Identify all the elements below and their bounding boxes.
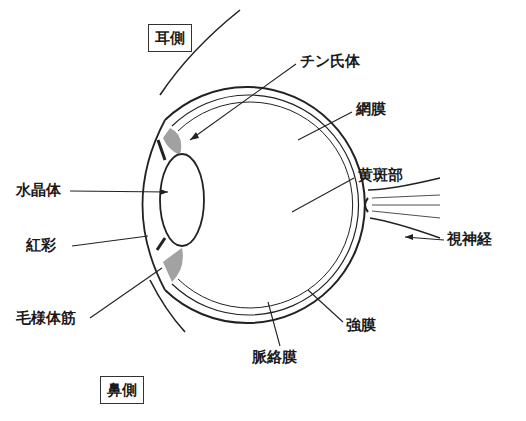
direction-box: 耳側 (148, 24, 192, 52)
direction-box: 鼻側 (100, 376, 144, 404)
part-label: 視神経 (447, 230, 492, 248)
part-label: 水晶体 (16, 181, 61, 199)
part-label: 毛様体筋 (16, 309, 76, 327)
part-label: 脈絡膜 (252, 348, 297, 366)
part-label: チン氏体 (300, 52, 360, 70)
part-label: 強膜 (346, 316, 376, 334)
part-label: 黄斑部 (358, 166, 403, 184)
direction-label: 鼻側 (107, 381, 137, 399)
part-label: 紅彩 (26, 236, 56, 254)
part-label: 網膜 (356, 100, 386, 118)
direction-label: 耳側 (155, 29, 185, 47)
